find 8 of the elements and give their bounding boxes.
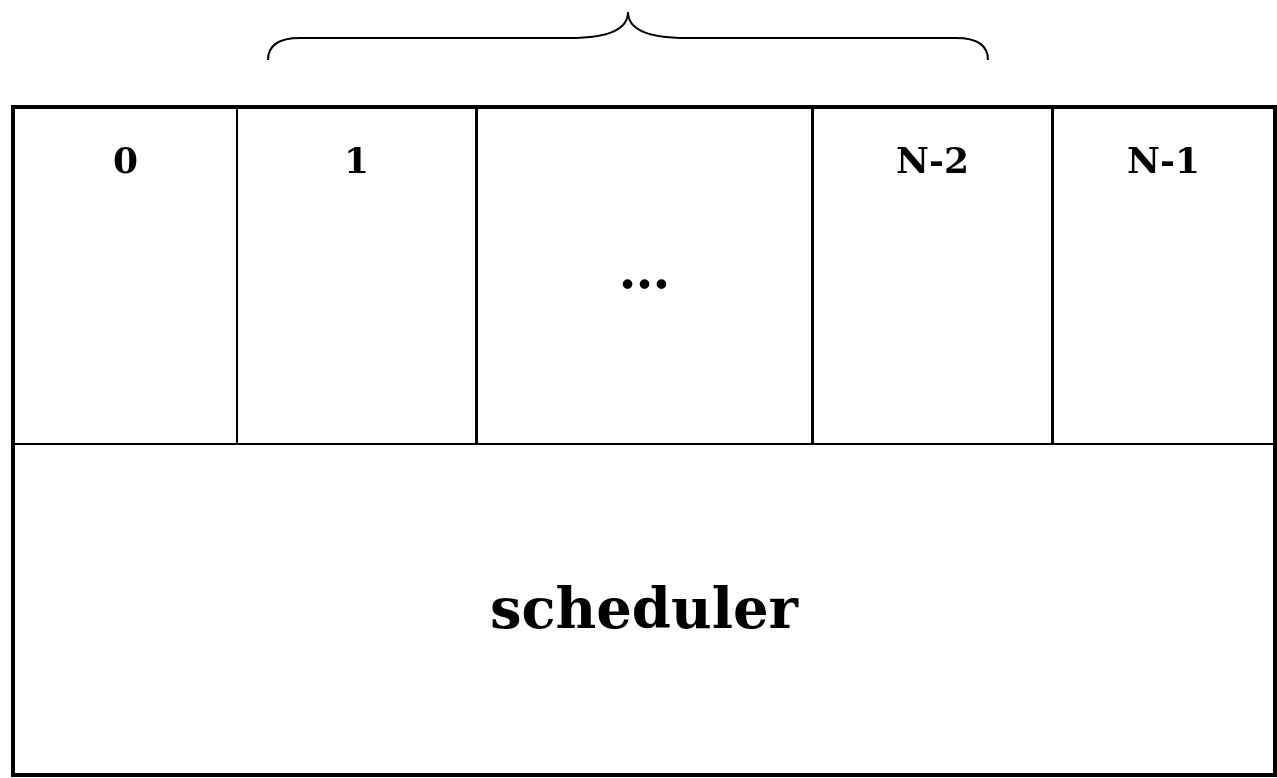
cell-label: … [617,239,672,300]
slot-cell [476,107,813,445]
cell-label: N-1 [1126,139,1201,181]
cell-label: scheduler [488,575,800,641]
slot-cell [812,107,1053,445]
cell-label: 1 [342,139,371,181]
cell-label: 0 [111,139,140,181]
cell-label: N-2 [895,139,970,181]
